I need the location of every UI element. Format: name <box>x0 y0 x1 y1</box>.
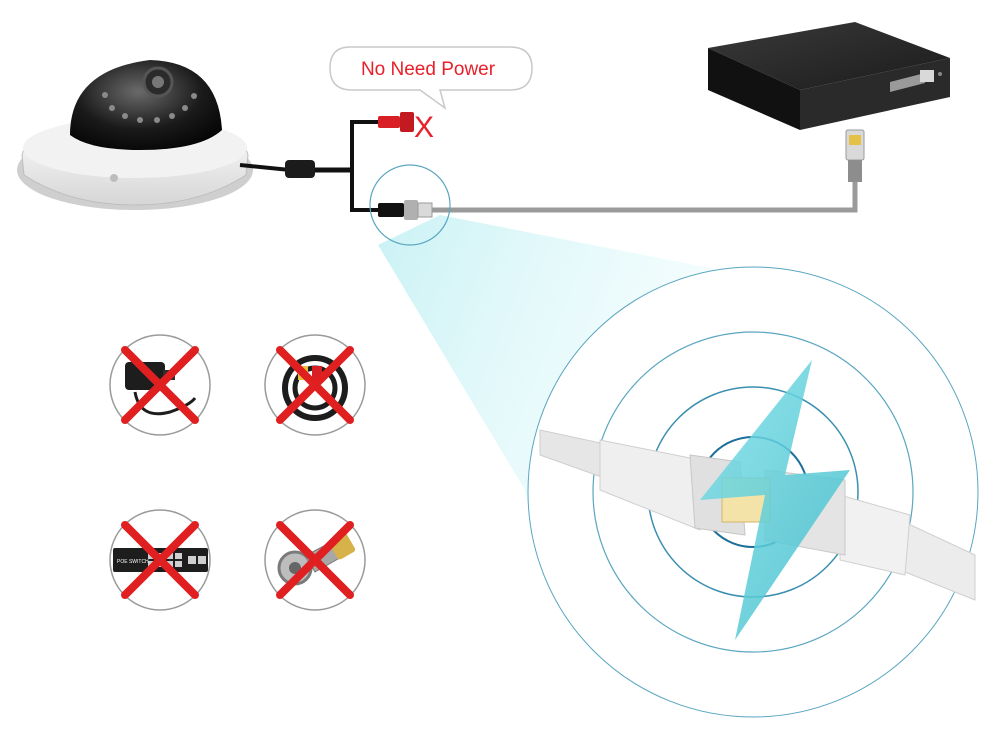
callout-bubble <box>329 46 533 110</box>
coax-cable-icon <box>264 334 366 436</box>
lightning-bolt <box>700 360 850 640</box>
rj45-zoom-view <box>527 266 979 718</box>
power-adapter-icon <box>109 334 211 436</box>
network-cable <box>432 180 858 213</box>
camera-cable <box>239 120 380 212</box>
nvr-recorder <box>708 22 950 130</box>
camera-rj45-plug <box>378 200 433 220</box>
bnc-connector-icon <box>264 509 366 611</box>
connector-highlight-circle <box>369 164 451 246</box>
dc-power-plug <box>378 112 414 132</box>
not-needed-x-mark: X <box>414 111 434 144</box>
poe-switch-label: POE SWITCH <box>117 559 149 565</box>
dome-camera <box>17 60 253 210</box>
no-need-power-label: No Need Power <box>360 59 496 80</box>
poe-switch-icon: POE SWITCH <box>109 509 211 611</box>
nvr-rj45-plug <box>845 129 865 182</box>
